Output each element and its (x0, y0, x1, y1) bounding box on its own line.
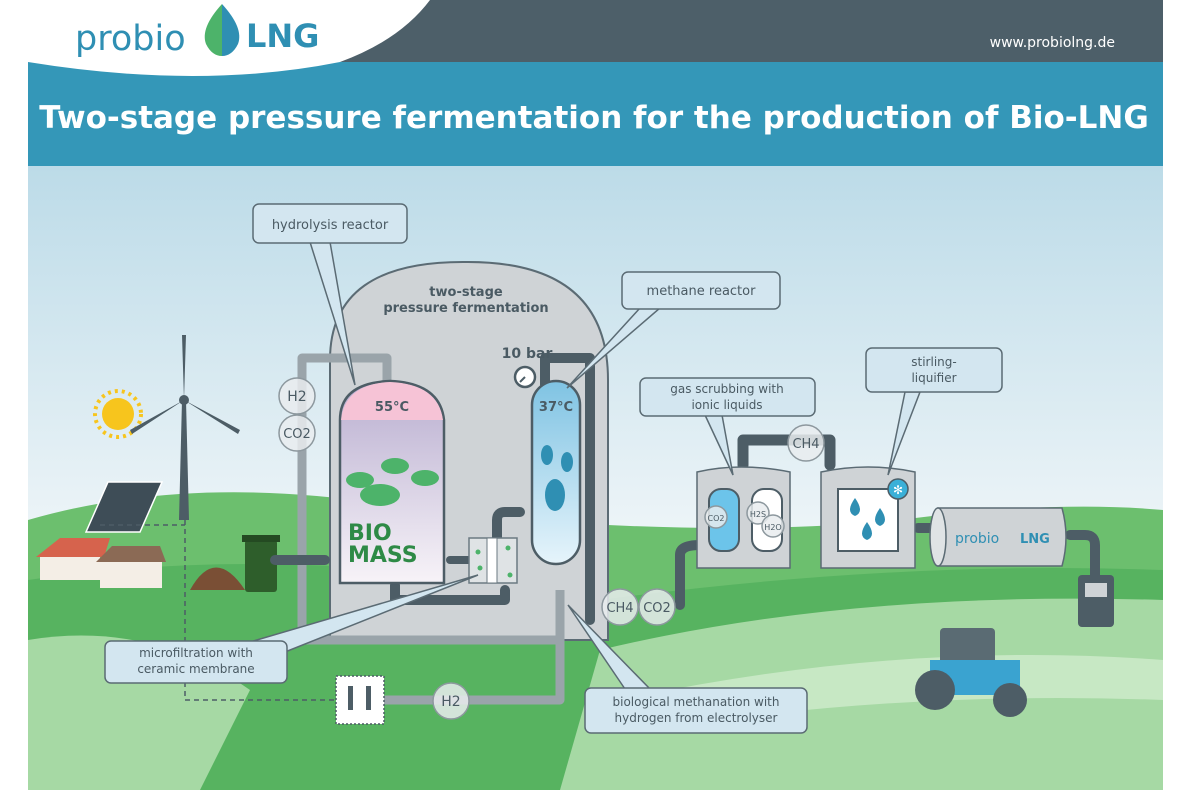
svg-text:ionic liquids: ionic liquids (691, 398, 762, 412)
biomass-label-line1: BIO (348, 521, 392, 546)
lng-tank: probio LNG (929, 507, 1067, 567)
biomass-label-line2: MASS (348, 543, 418, 568)
electrolyser-icon (335, 675, 385, 725)
svg-text:biological methanation with: biological methanation with (613, 695, 780, 709)
svg-text:✻: ✻ (893, 483, 903, 497)
svg-text:H2O: H2O (764, 523, 781, 532)
droplet-icon (850, 498, 885, 540)
gas-h2-top: H2 (278, 377, 316, 415)
callout-biological-methanation: biological methanation with hydrogen fro… (567, 604, 808, 734)
gas-h2o-scrub: H2O (761, 514, 785, 538)
hydrolysis-reactor: 55°C BIO MASS (338, 379, 446, 585)
svg-text:CH4: CH4 (792, 437, 819, 452)
house-icon (36, 538, 166, 588)
pressure-gauge-icon (513, 365, 537, 389)
tank-logo-probio: probio (955, 531, 999, 547)
callout-gas-scrubbing: gas scrubbing with ionic liquids (639, 377, 816, 476)
svg-text:CH4: CH4 (606, 601, 633, 616)
hydrolysis-temperature: 55°C (375, 400, 409, 415)
archaea-icon (545, 479, 565, 511)
logo-lng: LNG (246, 17, 319, 55)
website-link[interactable]: www.probiolng.de (990, 35, 1115, 51)
svg-text:methane reactor: methane reactor (647, 284, 757, 299)
methane-reactor: 37°C (530, 379, 582, 566)
callout-hydrolysis-reactor: hydrolysis reactor (252, 203, 408, 386)
callout-microfiltration: microfiltration with ceramic membrane (104, 574, 479, 684)
svg-text:liquifier: liquifier (911, 371, 956, 385)
callout-stirling-liquifier: stirling- liquifier (865, 347, 1003, 476)
svg-text:hydrolysis reactor: hydrolysis reactor (272, 218, 389, 233)
stirling-liquifier: ✻ (820, 466, 916, 569)
gas-h2-bottom: H2 (432, 682, 470, 720)
svg-text:CO2: CO2 (283, 427, 311, 442)
svg-text:H2: H2 (287, 389, 306, 405)
title-band (28, 62, 1163, 166)
tank-logo-lng: LNG (1020, 532, 1050, 547)
waste-bin-icon (242, 535, 280, 592)
page-title: Two-stage pressure fermentation for the … (39, 100, 1149, 136)
svg-text:CO2: CO2 (643, 601, 671, 616)
svg-text:hydrogen from electrolyser: hydrogen from electrolyser (615, 711, 778, 725)
callout-methane-reactor: methane reactor (566, 271, 781, 389)
svg-text:H2S: H2S (750, 510, 766, 519)
gas-co2-top: CO2 (278, 414, 316, 452)
header-dark-band (340, 0, 1163, 62)
fuel-pump-icon (1078, 575, 1114, 627)
methane-temperature: 37°C (539, 400, 573, 415)
fermentation-label-line2: pressure fermentation (383, 301, 548, 316)
svg-text:microfiltration with: microfiltration with (139, 646, 253, 660)
solar-panel-icon (84, 481, 164, 533)
gas-co2-scrub: CO2 (704, 505, 728, 529)
pressure-label: 10 bar (502, 346, 553, 362)
svg-text:ceramic membrane: ceramic membrane (137, 662, 254, 676)
compost-pile-icon (190, 567, 245, 590)
wind-turbine-icon (130, 335, 240, 520)
svg-text:stirling-: stirling- (911, 355, 956, 369)
gas-co2-out: CO2 (638, 588, 676, 626)
sun-icon (93, 389, 143, 439)
logo-leaf-icon (204, 4, 240, 56)
bacteria-icon (346, 458, 439, 506)
gas-ch4-mid: CH4 (787, 424, 825, 462)
logo-probio: probio (75, 19, 186, 59)
svg-text:gas scrubbing with: gas scrubbing with (670, 382, 784, 396)
tractor-icon (915, 628, 1027, 717)
gas-h2s-scrub: H2S (746, 501, 770, 525)
svg-text:CO2: CO2 (708, 514, 725, 523)
svg-text:H2: H2 (441, 694, 460, 710)
snowflake-icon (887, 478, 909, 500)
fermentation-label-line1: two-stage (429, 285, 503, 300)
gas-ch4-out: CH4 (601, 588, 639, 626)
header: probio LNG www.probiolng.de Two-stage pr… (28, 0, 1163, 166)
